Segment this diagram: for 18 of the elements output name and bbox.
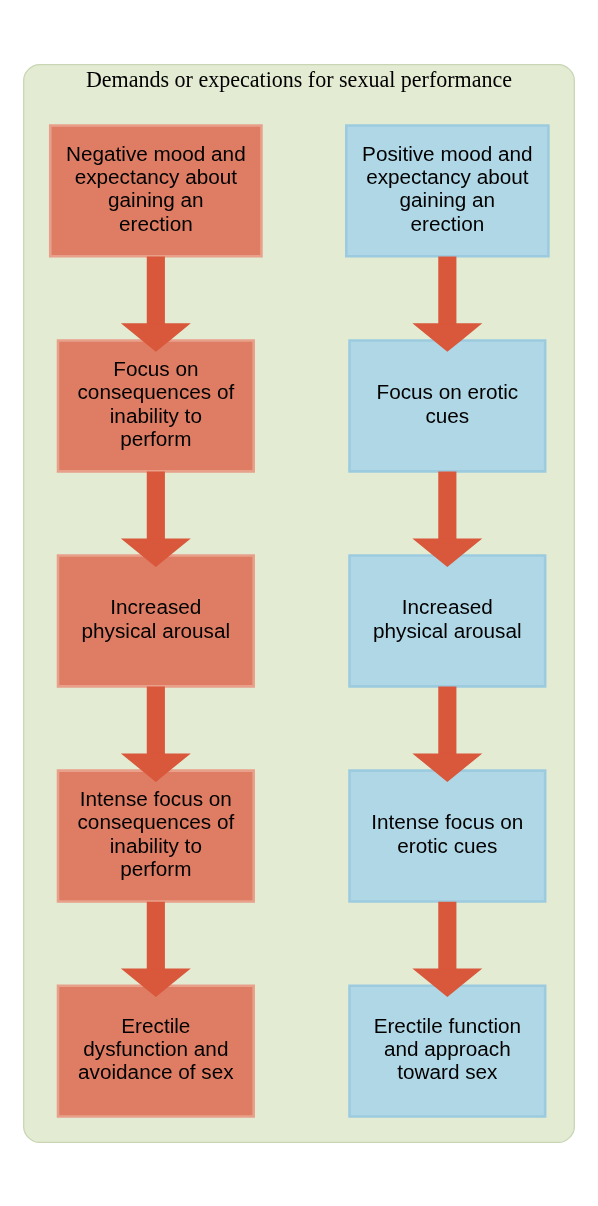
node-box: Increased physical arousal	[56, 553, 255, 688]
node-box: Intense focus on consequences of inability to perform	[56, 768, 255, 903]
arrow	[120, 256, 191, 352]
arrow	[120, 686, 191, 782]
node-box: Positive mood and expectancy about gaining an erection	[345, 123, 550, 258]
node-box: Increased physical arousal	[348, 553, 547, 688]
node-box: Negative mood and expectancy about gaining an erection	[48, 123, 263, 258]
arrow	[412, 901, 483, 997]
arrow	[412, 256, 483, 352]
node-box: Intense focus on erotic cues	[348, 768, 547, 903]
node-box: Erectile dysfunction and avoidance of sex	[56, 983, 255, 1118]
arrow	[412, 471, 483, 567]
node-box: Focus on erotic cues	[348, 338, 547, 473]
node-box: Erectile function and approach toward sex	[348, 983, 547, 1118]
arrow	[120, 471, 191, 567]
arrow	[120, 901, 191, 997]
arrow	[412, 686, 483, 782]
node-box: Focus on consequences of inability to perform	[56, 338, 255, 473]
